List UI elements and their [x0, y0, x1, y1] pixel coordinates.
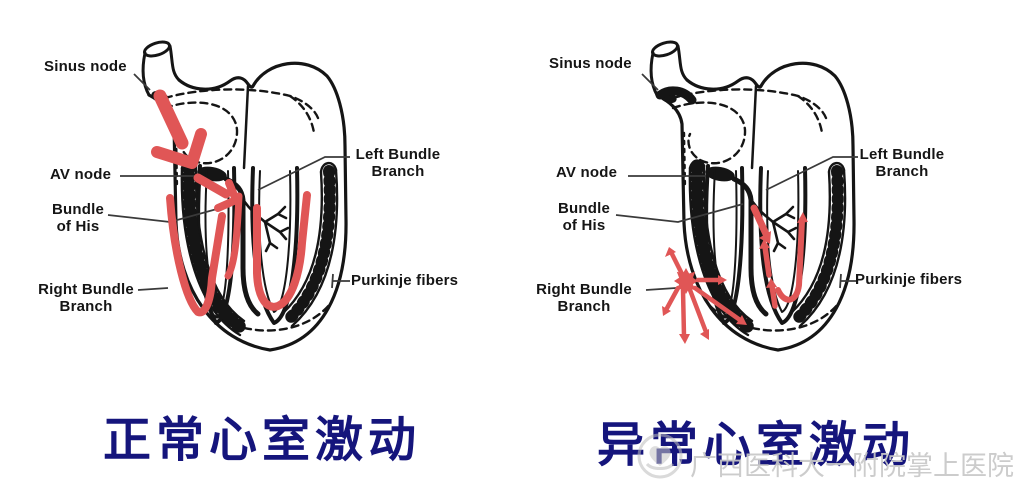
lv-delayed-path — [775, 217, 805, 303]
right-bundle-line1: Right Bundle — [536, 281, 632, 298]
label-sinus-node-left: Sinus node — [44, 58, 127, 75]
lv-up-arrowhead-2 — [766, 278, 777, 288]
lv-up-arrow-2 — [769, 283, 778, 309]
right-bundle-line2: Branch — [59, 297, 113, 315]
label-bundle-of-his-right: Bundle of His — [552, 200, 616, 235]
label-purkinje-fibers-right: Purkinje fibers — [855, 271, 963, 288]
normal-conduction-overlay — [151, 89, 311, 317]
sinus-to-av-arrow — [153, 89, 189, 150]
sinus-to-av-arrowhead — [151, 128, 207, 169]
caption-normal-activation: 正常心室激动 — [103, 414, 422, 467]
av-to-his-arrow — [193, 173, 231, 199]
bundle-line1: Bundle — [51, 201, 105, 218]
rv-septal-activation-path — [224, 192, 243, 280]
bundle-line2: of His — [56, 217, 100, 235]
watermark-text: 广西医科大一附院掌上医院 — [690, 451, 1014, 481]
sinus-node-crescent — [655, 86, 697, 105]
right-bundle-line1: Right Bundle — [38, 281, 134, 298]
lv-delayed-arrowhead — [797, 212, 808, 223]
left-heart — [108, 39, 350, 350]
septal-down-arrowhead — [759, 231, 771, 244]
right-heart — [616, 39, 858, 350]
lv-activation-path — [253, 191, 311, 311]
label-av-node-right: AV node — [556, 164, 618, 181]
right-bundle-line2: Branch — [557, 297, 611, 315]
lv-up-arrowhead-1 — [759, 239, 770, 249]
left-bundle-line2: Branch — [875, 162, 929, 180]
bundle-line1: Bundle — [557, 200, 611, 217]
ectopic-spread-arrows — [662, 247, 747, 344]
label-bundle-of-his-left: Bundle of His — [46, 201, 110, 236]
rv-activation-path — [166, 194, 226, 317]
av-to-his-arrowhead — [214, 179, 240, 212]
label-left-bundle-branch-left: Left Bundle Branch — [350, 146, 446, 181]
label-left-bundle-branch-right: Left Bundle Branch — [854, 146, 950, 181]
lv-up-arrow-1 — [762, 244, 772, 278]
caption-abnormal-activation: 异常心室激动 — [597, 419, 916, 472]
hospital-hand-heart-logo-icon — [637, 433, 683, 479]
left-bundle-line1: Left Bundle — [859, 146, 945, 163]
bundle-line2: of His — [562, 216, 606, 234]
label-av-node-left: AV node — [50, 166, 112, 183]
septal-down-arrow — [750, 204, 770, 238]
left-bundle-line2: Branch — [371, 162, 425, 180]
left-bundle-line1: Left Bundle — [355, 146, 441, 163]
label-right-bundle-branch-left: Right Bundle Branch — [32, 281, 140, 316]
label-purkinje-fibers-left: Purkinje fibers — [351, 272, 459, 289]
label-sinus-node-right: Sinus node — [549, 55, 632, 72]
abnormal-conduction-overlay — [655, 86, 808, 344]
label-right-bundle-branch-right: Right Bundle Branch — [530, 281, 638, 316]
